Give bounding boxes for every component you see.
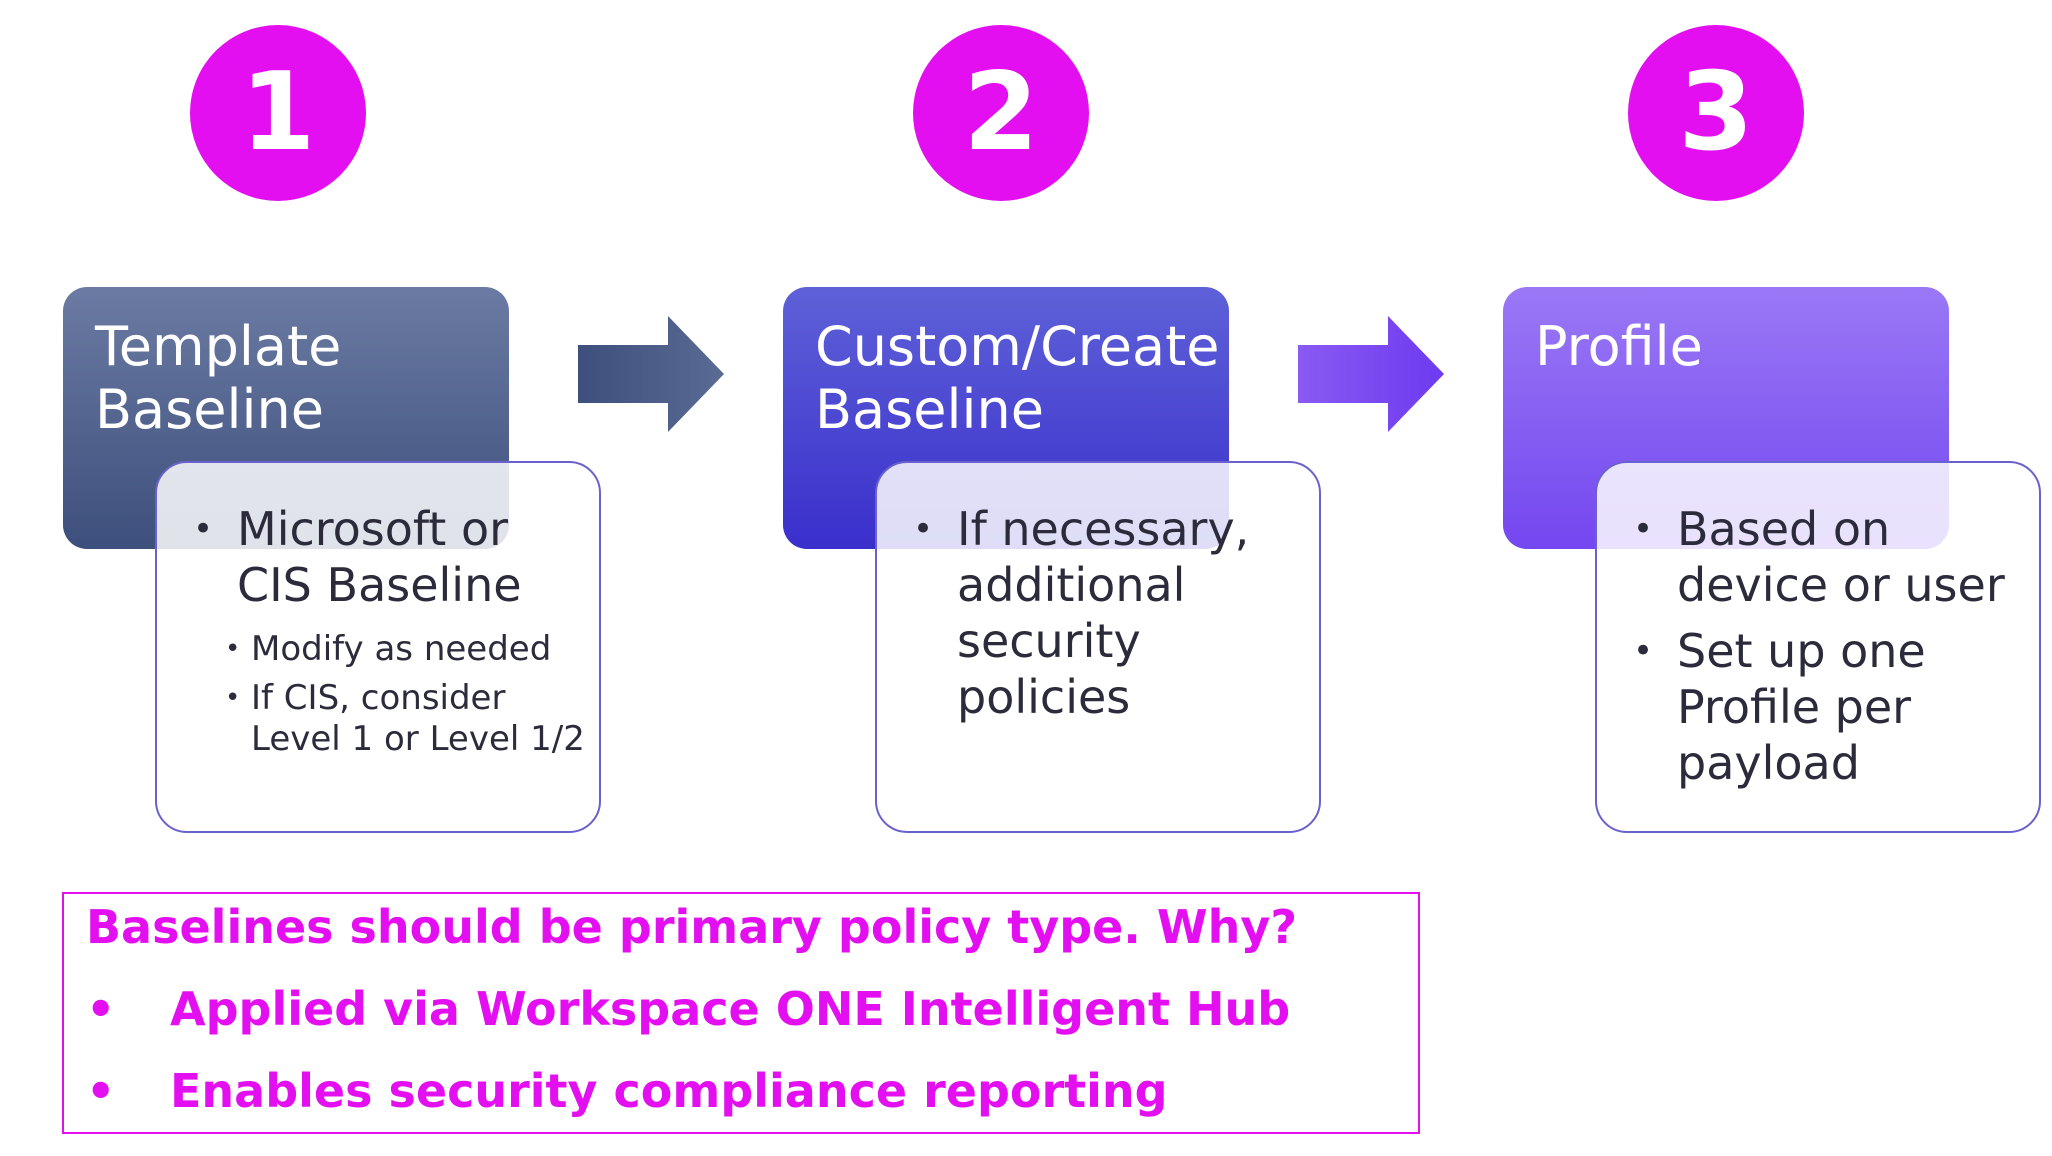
step-3-bullet-1-line-2: device or user <box>1677 558 2005 612</box>
step-1-bullet-line-1: Microsoft or <box>237 502 509 556</box>
step-3-number: 3 <box>1678 50 1754 175</box>
step-2-number: 2 <box>963 50 1039 175</box>
step-1-title-line-1: Template <box>95 315 342 378</box>
arrow-1-shape <box>578 316 724 432</box>
step-3-bullet-2-line-2: Profile per <box>1677 680 1912 734</box>
step-1-title-line-2: Baseline <box>95 378 324 441</box>
callout-item-2-text: Enables security compliance reporting <box>170 1064 1168 1118</box>
callout-bullet-2: • <box>86 1064 116 1118</box>
step-2-bullet-line-2: additional <box>957 558 1186 612</box>
step-1-bullet-line-2: CIS Baseline <box>237 558 522 612</box>
step-2-title: Custom/Create Baseline <box>815 315 1220 441</box>
step-3-bullet-2-line-3: payload <box>1677 736 1860 790</box>
step-1-subbullet-2-line-1: If CIS, consider <box>251 678 506 718</box>
step-2-title-line-2: Baseline <box>815 378 1044 441</box>
step-3-bullet-1: Based on device or user <box>1597 501 2039 613</box>
step-2-bullet-line-1: If necessary, <box>957 502 1250 556</box>
step-1-subbullet-1-line-1: Modify as needed <box>251 629 552 669</box>
step-1-bullet: Microsoft or CIS Baseline <box>157 501 599 613</box>
step-3-title: Profile <box>1535 315 1917 378</box>
step-1-detail-box: Microsoft or CIS Baseline Modify as need… <box>155 461 601 833</box>
arrow-right-icon <box>578 316 724 432</box>
callout-box: Baselines should be primary policy type.… <box>62 892 1420 1134</box>
callout-title: Baselines should be primary policy type.… <box>86 900 1298 954</box>
step-1-number-circle: 1 <box>190 25 366 201</box>
step-3-bullet-2-line-1: Set up one <box>1677 624 1926 678</box>
step-3-bullet-2: Set up one Profile per payload <box>1597 623 2039 791</box>
step-2-bullet-line-3: security <box>957 614 1141 668</box>
step-2-bullet-line-4: policies <box>957 670 1131 724</box>
step-2-detail-box: If necessary, additional security polici… <box>875 461 1321 833</box>
callout-bullet-1: • <box>86 982 116 1036</box>
step-1-number: 1 <box>240 50 316 175</box>
step-1-title: Template Baseline <box>95 315 477 441</box>
step-1-subbullet-2-line-2: Level 1 or Level 1/2 <box>251 719 585 759</box>
step-2-bullet: If necessary, additional security polici… <box>877 501 1319 725</box>
step-3-number-circle: 3 <box>1628 25 1804 201</box>
step-3-bullet-1-line-1: Based on <box>1677 502 1891 556</box>
step-2-title-line-1: Custom/Create <box>815 315 1220 378</box>
callout-item-1-text: Applied via Workspace ONE Intelligent Hu… <box>170 982 1291 1036</box>
arrow-2-shape <box>1298 316 1444 432</box>
step-2-number-circle: 2 <box>913 25 1089 201</box>
step-3-detail-box: Based on device or user Set up one Profi… <box>1595 461 2041 833</box>
step-1-subbullet-2: If CIS, consider Level 1 or Level 1/2 <box>157 678 599 760</box>
step-3-title-line-1: Profile <box>1535 315 1703 378</box>
step-1-subbullet-1: Modify as needed <box>157 629 599 670</box>
arrow-right-icon <box>1298 316 1444 432</box>
